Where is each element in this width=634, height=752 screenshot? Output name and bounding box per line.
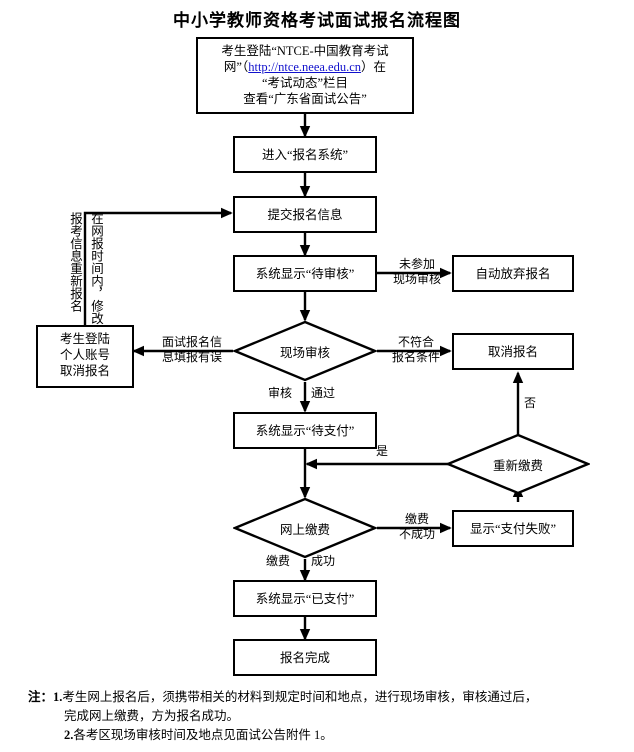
node-login-site[interactable]: 考生登陆“NTCE-中国教育考试 网”（http://ntce.neea.edu… [196,37,414,114]
node-repay[interactable]: 重新缴费 [444,433,592,495]
footnotes: 注：1.考生网上报名后，须携带相关的材料到规定时间和地点，进行现场审核，审核通过… [28,688,618,745]
node-auto-abandon[interactable]: 自动放弃报名 [452,255,574,292]
edge-label-loop-inner: 在网报时间内，修改 [89,212,103,325]
node-registration-done-label: 报名完成 [279,650,330,665]
node-submit-info[interactable]: 提交报名信息 [233,196,377,233]
edge-label-info-error: 面试报名信 息填报有误 [152,335,232,365]
footnote-2-number: 2. [64,728,74,742]
edge-label-repay-no: 否 [524,396,536,411]
node-online-payment[interactable]: 网上缴费 [231,497,379,559]
page-title: 中小学教师资格考试面试报名流程图 [173,11,461,30]
edge-label-repay-no-text: 否 [524,396,537,410]
edge-label-payment-success-right-text: 成功 [311,554,336,568]
edge-label-review-passed-right-text: 通过 [311,386,336,400]
node-cancel-registration[interactable]: 取消报名 [452,333,574,370]
node-login-site-line2: 网”（http://ntce.neea.edu.cn）在 [202,59,408,75]
edge-label-payment-unsuccessful-line1: 缴费 [404,512,429,526]
node-show-paid-label: 系统显示“已支付” [255,591,355,606]
node-show-pending-review-label: 系统显示“待审核” [255,266,355,281]
edge-label-payment-unsuccessful: 缴费 不成功 [385,512,449,542]
onsite-review-shape [231,320,379,382]
footnote-2-line-1: 各考区现场审核时间及地点见面试公告附件 1。 [73,728,333,742]
node-online-payment-label: 网上缴费 [279,522,330,537]
footnote-row-2: 完成网上缴费，方为报名成功。 [28,707,618,726]
edge-label-review-passed-left: 审核 [268,386,292,401]
ntce-website-link[interactable]: http://ntce.neea.edu.cn [248,60,362,74]
online-payment-shape [231,497,379,559]
node-cancel-by-self[interactable]: 考生登陆 个人账号 取消报名 [36,325,134,388]
edge-label-review-passed-left-text: 审核 [268,386,293,400]
edge-label-loop-outer: 报考信息重新报名 [68,212,82,312]
node-show-paid[interactable]: 系统显示“已支付” [233,580,377,617]
node-show-pending-review[interactable]: 系统显示“待审核” [233,255,377,292]
node-onsite-review[interactable]: 现场审核 [231,320,379,382]
node-cancel-by-self-line3: 取消报名 [59,364,110,378]
edge-label-review-passed-right: 通过 [311,386,335,401]
footnote-row-1: 注：1.考生网上报名后，须携带相关的材料到规定时间和地点，进行现场审核，审核通过… [28,688,618,707]
edge-label-repay-yes: 是 [376,444,388,459]
edge-label-payment-success-left: 缴费 [266,554,290,569]
node-cancel-registration-label: 取消报名 [487,344,538,359]
edge-label-not-attended: 未参加 现场审核 [386,257,448,287]
footnote-1-line-1: 考生网上报名后，须携带相关的材料到规定时间和地点，进行现场审核，审核通过后， [62,690,538,704]
node-payment-failed[interactable]: 显示“支付失败” [452,510,574,547]
node-login-site-line3: “考试动态”栏目 [261,76,349,90]
edge-label-payment-success-left-text: 缴费 [266,554,291,568]
repay-shape [444,433,592,495]
node-repay-label: 重新缴费 [492,458,543,473]
edge-label-payment-unsuccessful-line2: 不成功 [398,527,435,541]
node-cancel-by-self-line1: 考生登陆 [59,332,110,346]
node-cancel-by-self-line2: 个人账号 [59,348,110,362]
node-show-pending-payment-label: 系统显示“待支付” [255,423,355,438]
footnote-row-3: 2.各考区现场审核时间及地点见面试公告附件 1。 [28,726,618,745]
edge-label-not-qualified-line2: 报名条件 [391,350,440,364]
edge-label-info-error-line2: 息填报有误 [161,350,222,364]
node-login-site-line2-post: ）在 [361,60,387,74]
node-auto-abandon-label: 自动放弃报名 [475,266,551,281]
footnote-1-number: 1. [53,690,63,704]
node-login-site-line2-pre: 网”（ [223,60,249,74]
node-login-site-line1: 考生登陆“NTCE-中国教育考试 [221,44,389,58]
edge-label-not-attended-line1: 未参加 [398,257,435,271]
node-submit-info-label: 提交报名信息 [267,207,343,222]
node-show-pending-payment[interactable]: 系统显示“待支付” [233,412,377,449]
node-payment-failed-label: 显示“支付失败” [469,521,557,536]
footnote-1-line-2: 完成网上缴费，方为报名成功。 [64,709,240,723]
edge-label-not-qualified: 不符合 报名条件 [383,335,449,365]
node-login-site-line4: 查看“广东省面试公告” [243,92,367,106]
edge-label-repay-yes-text: 是 [376,444,389,458]
node-enter-system-label: 进入“报名系统” [261,147,349,162]
footnotes-label: 注： [28,690,54,704]
node-enter-system[interactable]: 进入“报名系统” [233,136,377,173]
edge-label-not-attended-line2: 现场审核 [392,272,441,286]
edge-label-not-qualified-line1: 不符合 [397,335,434,349]
node-onsite-review-label: 现场审核 [279,345,330,360]
edge-label-info-error-line1: 面试报名信 [161,335,222,349]
edge-label-payment-success-right: 成功 [311,554,335,569]
node-registration-done[interactable]: 报名完成 [233,639,377,676]
